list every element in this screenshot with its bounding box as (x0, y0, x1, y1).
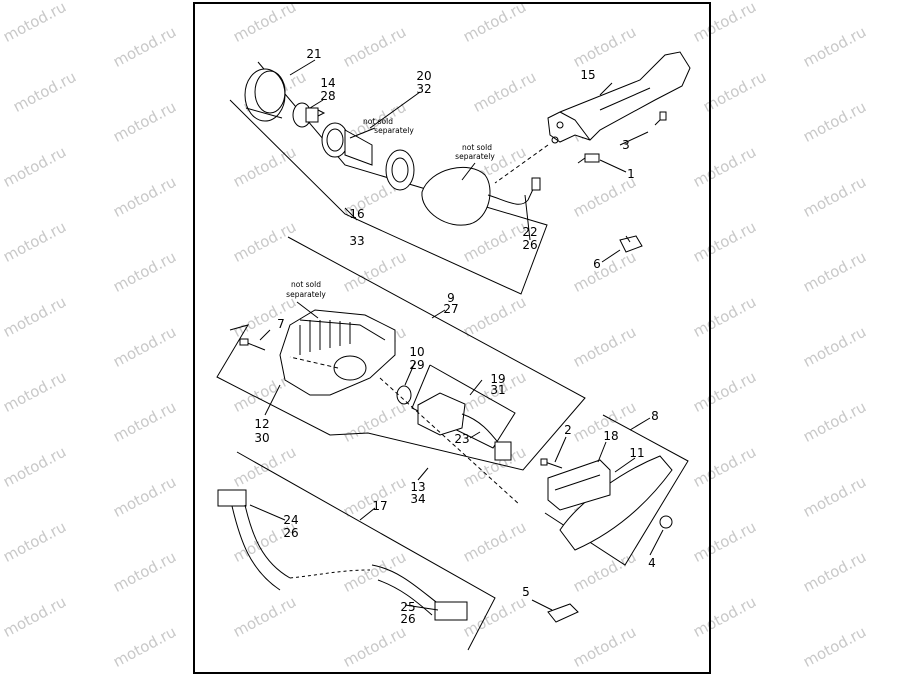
callout-8: 8 (651, 409, 659, 423)
note-lamp-line1: not sold (363, 117, 393, 126)
callout-18: 18 (603, 429, 618, 443)
callout-33: 33 (349, 234, 364, 248)
socket-20-32 (321, 122, 415, 191)
leader-lines (249, 59, 664, 611)
callout-10: 10 (409, 345, 424, 359)
callout-28: 28 (320, 89, 335, 103)
callout-21: 21 (306, 47, 321, 61)
lamp-body (421, 167, 541, 226)
note-housing-line2: separately (286, 290, 326, 299)
lens-21 (244, 68, 286, 122)
callout-27: 27 (443, 302, 458, 316)
callout-7: 7 (277, 317, 285, 331)
callout-20: 20 (416, 69, 431, 83)
callout-26: 26 (283, 526, 298, 540)
callout-25: 25 (400, 600, 415, 614)
callout-2: 2 (564, 423, 572, 437)
screw-7 (239, 338, 266, 351)
note-lamp: not sold separately (363, 117, 414, 135)
base-8 (547, 455, 673, 551)
note-base-line2: separately (455, 152, 495, 161)
callout-23: 23 (454, 432, 469, 446)
callout-19: 19 (490, 372, 505, 386)
callout-30: 30 (254, 431, 269, 445)
clip-6 (619, 235, 643, 253)
callout-24: 24 (283, 513, 298, 527)
bracket-15 (547, 51, 691, 144)
callout-12: 12 (254, 417, 269, 431)
harness-group-outline (236, 451, 496, 651)
callout-4: 4 (648, 556, 656, 570)
middle-group-outline (216, 236, 586, 471)
screw-3 (654, 111, 667, 126)
callout-5: 5 (522, 585, 530, 599)
bolt-1 (577, 153, 600, 164)
callout-13: 13 (410, 480, 425, 494)
harness-17 (217, 489, 468, 621)
callout-26: 26 (400, 612, 415, 626)
callout-14: 14 (320, 76, 335, 90)
clip-5 (547, 603, 579, 623)
callout-26: 26 (522, 238, 537, 252)
housing-assembly (279, 309, 396, 396)
callout-34: 34 (410, 492, 425, 506)
diagram-frame (193, 2, 711, 674)
note-housing: not sold separately (286, 280, 326, 299)
note-base-line1: not sold (462, 143, 492, 152)
note-housing-line1: not sold (291, 280, 321, 289)
callout-11: 11 (629, 446, 644, 460)
note-base: not sold separately (455, 143, 495, 161)
callout-29: 29 (409, 358, 424, 372)
callout-22: 22 (522, 225, 537, 239)
bulb-14-28 (292, 102, 326, 128)
screw-2 (540, 458, 563, 469)
callout-31: 31 (490, 383, 505, 397)
callout-17: 17 (372, 499, 387, 513)
callout-1: 1 (627, 167, 635, 181)
socket-10-29 (396, 385, 412, 405)
callout-16: 16 (349, 207, 364, 221)
callout-9: 9 (447, 291, 455, 305)
callout-6: 6 (593, 257, 601, 271)
callout-32: 32 (416, 82, 431, 96)
callout-3: 3 (622, 138, 630, 152)
callout-15: 15 (580, 68, 595, 82)
module-19-31 (411, 364, 516, 461)
note-lamp-line2: separately (374, 126, 414, 135)
